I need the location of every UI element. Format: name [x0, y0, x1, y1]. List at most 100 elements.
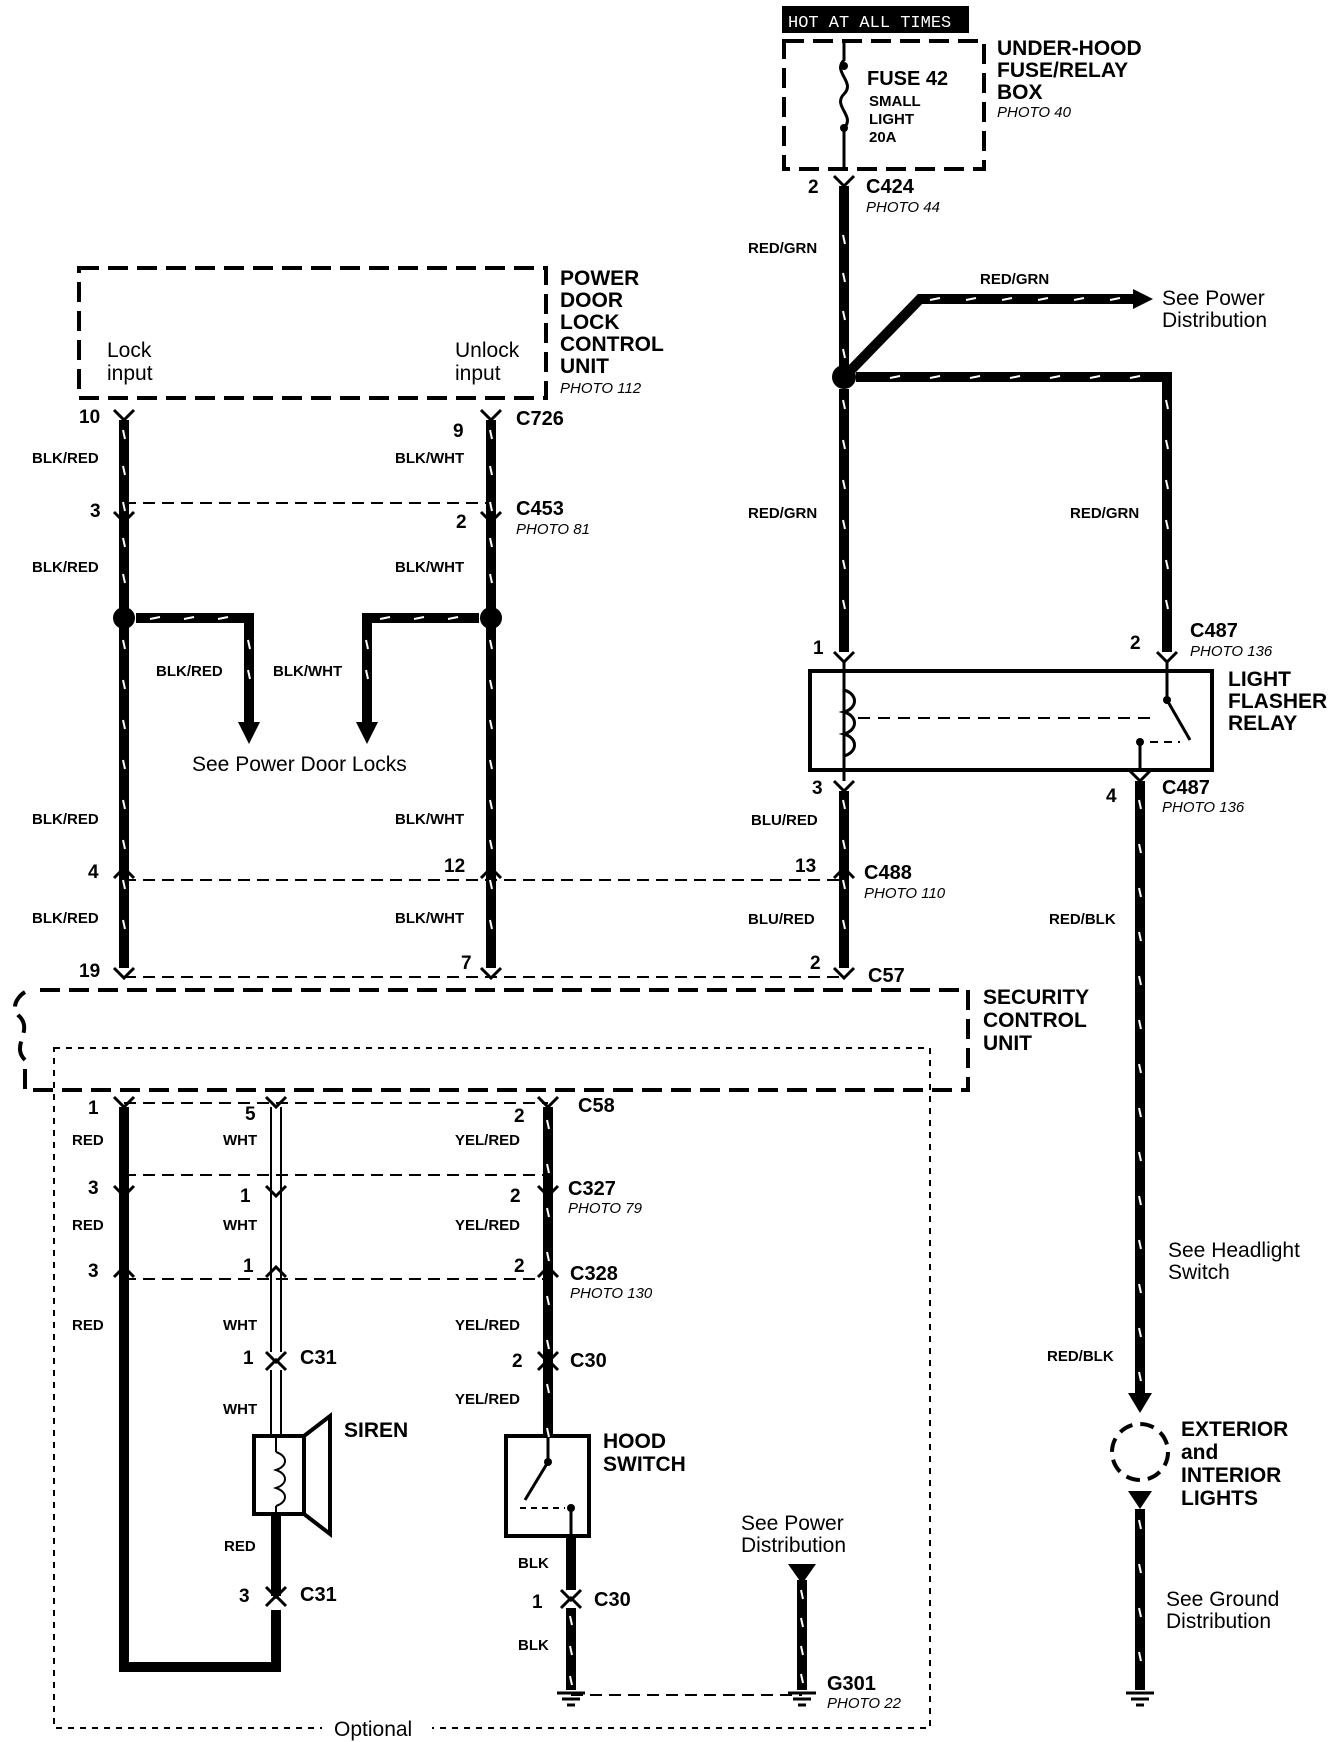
svg-text:PHOTO 136: PHOTO 136	[1190, 643, 1273, 660]
svg-text:WHT: WHT	[223, 1317, 257, 1334]
svg-text:UNIT: UNIT	[560, 355, 609, 378]
wire-stripe	[122, 879, 126, 890]
wire-stripe	[489, 639, 493, 650]
svg-text:C31: C31	[300, 1584, 337, 1606]
svg-text:BLU/RED: BLU/RED	[748, 911, 815, 928]
fuse-box-outline	[782, 39, 986, 171]
optional-outline	[53, 1047, 931, 1729]
svg-text:BLK/RED: BLK/RED	[32, 811, 99, 828]
wire-stripe	[122, 919, 126, 930]
svg-text:3: 3	[239, 1586, 250, 1607]
wire-stripe	[1138, 975, 1142, 986]
svg-text:C488: C488	[864, 862, 912, 884]
wire-stripe	[842, 919, 846, 930]
wire-stripe	[1138, 843, 1142, 854]
svg-text:RED/GRN: RED/GRN	[1070, 505, 1139, 522]
svg-text:PHOTO 40: PHOTO 40	[997, 104, 1072, 121]
svg-text:Distribution: Distribution	[1162, 309, 1267, 332]
relay-switch-icon	[1165, 699, 1192, 741]
connector-c31-bottom: 3 C31	[239, 1584, 337, 1608]
svg-text:RELAY: RELAY	[1228, 712, 1297, 735]
wire-stripe	[842, 310, 846, 321]
wire-stripe	[122, 573, 126, 584]
wire-stripe	[1109, 297, 1121, 301]
wire-stripe	[122, 679, 126, 690]
svg-text:BLK/WHT: BLK/WHT	[395, 910, 464, 927]
wire-stripe	[489, 537, 493, 548]
ground-g301: See Power Distribution G301 PHOTO 22	[571, 1512, 902, 1712]
wire-stripe	[929, 375, 941, 379]
svg-text:2: 2	[1130, 633, 1141, 654]
wire-stripe	[1138, 887, 1142, 898]
wire-stripe	[122, 429, 126, 440]
siren-icon	[252, 1434, 306, 1516]
pdl-outline	[77, 266, 548, 400]
svg-text:1: 1	[243, 1256, 254, 1277]
wire-stripe	[1138, 1107, 1142, 1118]
wire-stripe	[217, 616, 229, 620]
relay-name: LIGHT	[1228, 668, 1291, 691]
wire-stripe	[122, 501, 126, 512]
hood-switch: HOOD SWITCH BLK 1 C30 BLK	[504, 1430, 686, 1707]
wire-stripe	[965, 297, 977, 301]
connector-c424: 2 C424 PHOTO 44	[808, 174, 940, 216]
wire-stripe	[149, 616, 161, 620]
lock-input-label: Lock	[107, 339, 152, 362]
connector-c488: 4 12 13 C488 PHOTO 110	[88, 856, 946, 902]
power-door-lock-control-unit: Lock input Unlock input POWER DOOR LOCK …	[77, 266, 664, 400]
wire-stripe	[1138, 1651, 1142, 1662]
wire-stripe	[365, 669, 369, 680]
wire-stripe	[800, 1617, 804, 1628]
wire-stripe	[1165, 559, 1169, 570]
svg-text:BLK: BLK	[518, 1555, 549, 1572]
connector-c328: 3 1 2 C328 PHOTO 130	[88, 1256, 653, 1302]
svg-text:BLK/RED: BLK/RED	[32, 450, 99, 467]
svg-text:1: 1	[813, 638, 824, 659]
svg-text:RED/BLK: RED/BLK	[1047, 1348, 1114, 1365]
svg-text:3: 3	[88, 1178, 99, 1199]
wire-stripe	[489, 679, 493, 690]
wire-stripe	[546, 1383, 550, 1394]
wire-stripe	[546, 1163, 550, 1174]
svg-text:C487: C487	[1162, 777, 1210, 799]
svg-text:2: 2	[514, 1106, 525, 1127]
relay-coil-icon	[838, 688, 856, 758]
wire-stripe	[122, 839, 126, 850]
svg-text:C327: C327	[568, 1178, 616, 1200]
svg-text:LIGHTS: LIGHTS	[1181, 1487, 1258, 1510]
svg-text:12: 12	[444, 856, 465, 877]
wire-stripe	[889, 375, 901, 379]
svg-text:FLASHER: FLASHER	[1228, 690, 1327, 713]
wire-stripe	[1138, 931, 1142, 942]
banner-text: HOT AT ALL TIMES	[788, 14, 951, 33]
svg-text:C424: C424	[866, 176, 915, 198]
svg-text:BLK/WHT: BLK/WHT	[395, 559, 464, 576]
wire-stripe	[842, 439, 846, 450]
svg-text:CONTROL: CONTROL	[983, 1009, 1087, 1032]
svg-text:YEL/RED: YEL/RED	[455, 1132, 520, 1149]
svg-text:4: 4	[1106, 786, 1117, 807]
power-door-locks-reference: See Power Door Locks	[192, 753, 407, 776]
svg-text:5: 5	[245, 1104, 256, 1125]
power-dist-reference-2: See Power	[741, 1512, 844, 1535]
wire-stripe	[842, 234, 846, 245]
ground-dist-reference: See Ground	[1166, 1588, 1279, 1611]
wire-stripe	[489, 839, 493, 850]
wire-stripe	[1009, 375, 1021, 379]
wire-stripe	[1138, 1151, 1142, 1162]
fuse-42-icon	[839, 42, 849, 170]
svg-text:FUSE/RELAY: FUSE/RELAY	[997, 59, 1128, 82]
svg-text:C328: C328	[570, 1263, 618, 1285]
wire-stripe	[489, 429, 493, 440]
wire-stripe	[1165, 599, 1169, 610]
fuse-label: FUSE 42	[867, 68, 948, 90]
hot-at-all-times-banner	[782, 6, 969, 33]
wire-stripe	[489, 879, 493, 890]
wire-stripe	[546, 1295, 550, 1306]
wire-stripe	[1049, 375, 1061, 379]
wire-stripe	[1138, 1371, 1142, 1382]
wire-stripe	[546, 1339, 550, 1350]
svg-text:PHOTO 112: PHOTO 112	[560, 380, 642, 397]
svg-text:2: 2	[808, 177, 819, 198]
